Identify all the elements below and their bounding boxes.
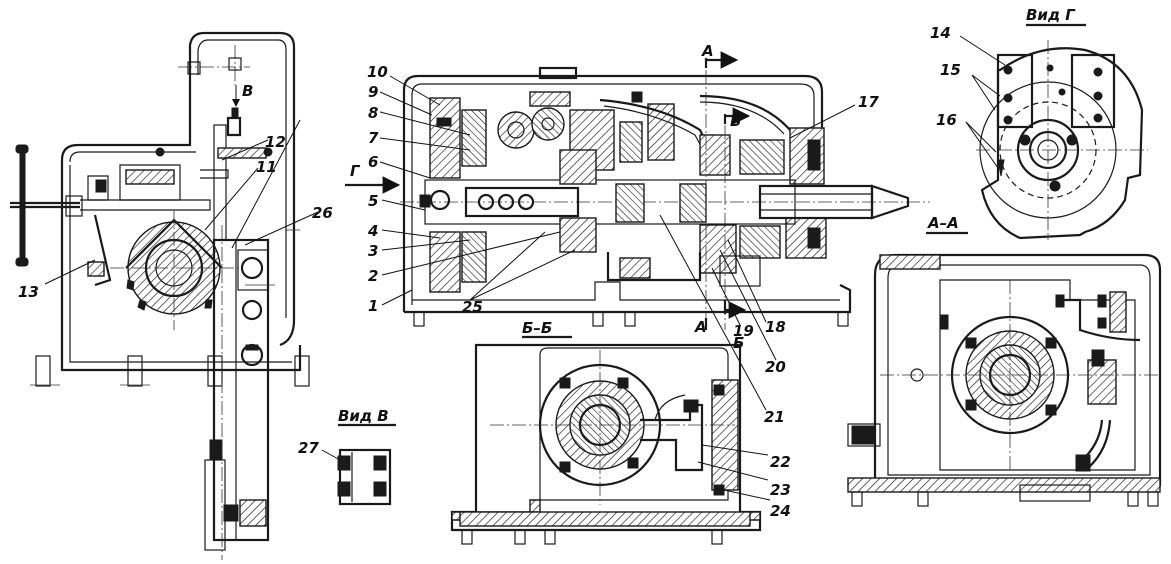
title-vid-g: Вид Г: [1026, 6, 1076, 24]
label-3: 3: [368, 242, 378, 260]
label-26: 26: [312, 204, 333, 222]
label-16: 16: [936, 111, 957, 129]
view-g: Вид Г 14 15 16: [930, 6, 1148, 240]
marker-v: В: [242, 82, 253, 100]
label-23: 23: [770, 481, 791, 499]
marker-g: Г: [350, 162, 361, 180]
marker-a-bottom: А: [694, 318, 707, 336]
label-5: 5: [368, 192, 378, 210]
left-view-labels: 13 12 11 26 В: [18, 82, 333, 301]
label-13: 13: [18, 283, 39, 301]
label-24: 24: [770, 502, 791, 520]
label-6: 6: [368, 153, 378, 171]
label-12: 12: [265, 133, 286, 151]
view-v: Вид В 27: [298, 407, 396, 506]
main-section-labels: 10 9 8 7 6 5 4 3 2 1 25 17 18 19 20 21 Г…: [350, 42, 879, 426]
label-20: 20: [765, 358, 786, 376]
left-side-view: [10, 31, 319, 560]
main-section: [345, 51, 930, 411]
title-vid-v: Вид В: [338, 407, 389, 425]
label-4: 4: [367, 222, 378, 240]
label-10: 10: [367, 63, 388, 81]
label-21: 21: [764, 408, 785, 426]
label-7: 7: [368, 129, 379, 147]
label-15: 15: [940, 61, 961, 79]
marker-b-top: Б: [730, 112, 741, 130]
title-section-aa: А–А: [927, 214, 959, 232]
label-11: 11: [256, 158, 277, 176]
label-17: 17: [858, 93, 879, 111]
label-2: 2: [368, 267, 378, 285]
section-aa: А–А: [847, 214, 1162, 507]
label-9: 9: [368, 83, 378, 101]
label-27: 27: [298, 439, 319, 457]
label-18: 18: [765, 318, 786, 336]
label-22: 22: [770, 453, 791, 471]
label-14: 14: [930, 24, 951, 42]
label-1: 1: [368, 297, 378, 315]
section-bb: Б–Б 22 23 24: [450, 319, 791, 545]
label-8: 8: [368, 104, 378, 122]
label-25: 25: [462, 298, 483, 316]
title-section-bb: Б–Б: [522, 319, 552, 337]
label-19: 19: [733, 322, 754, 340]
marker-b-bottom: Б: [733, 334, 744, 352]
marker-a-top: А: [701, 42, 714, 60]
